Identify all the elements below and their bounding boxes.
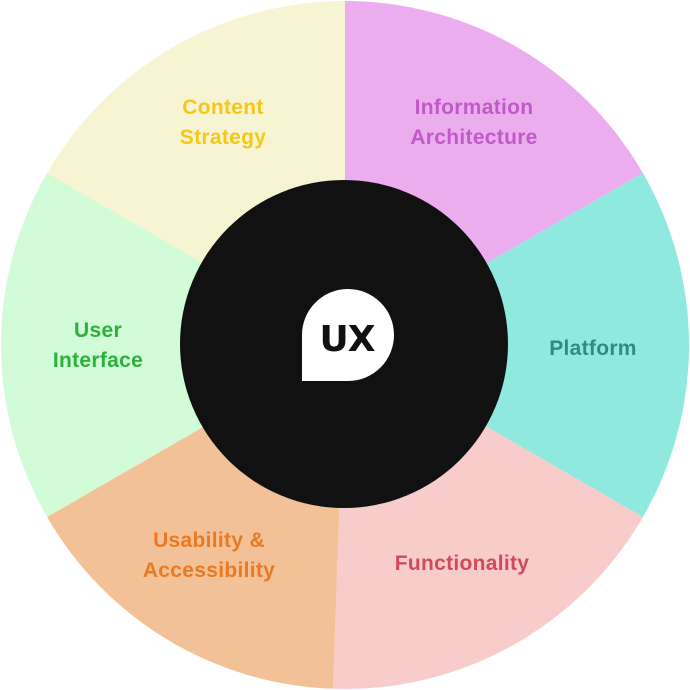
segment-label-line: Strategy bbox=[180, 126, 266, 149]
segment-label-line: Usability & bbox=[153, 529, 265, 552]
segment-user-interface bbox=[1, 173, 346, 517]
segment-label-usability-accessibility: Usability & Accessibility bbox=[143, 529, 275, 582]
speech-bubble-icon bbox=[301, 289, 394, 381]
segment-label-line: Platform bbox=[549, 337, 637, 360]
segment-label-platform: Platform bbox=[549, 337, 637, 360]
ux-logo-icon: UX bbox=[301, 289, 394, 381]
segment-label-line: Accessibility bbox=[143, 559, 275, 582]
segment-platform bbox=[345, 173, 689, 517]
segment-label-line: Functionality bbox=[395, 552, 530, 575]
segment-label-line: Information bbox=[415, 96, 534, 119]
segment-label-functionality: Functionality bbox=[395, 552, 530, 575]
segment-label-line: User bbox=[74, 319, 122, 342]
center-label: UX bbox=[320, 319, 376, 360]
segment-label-line: Architecture bbox=[410, 126, 537, 149]
segment-label-line: Interface bbox=[53, 349, 143, 372]
segment-label-line: Content bbox=[182, 96, 263, 119]
